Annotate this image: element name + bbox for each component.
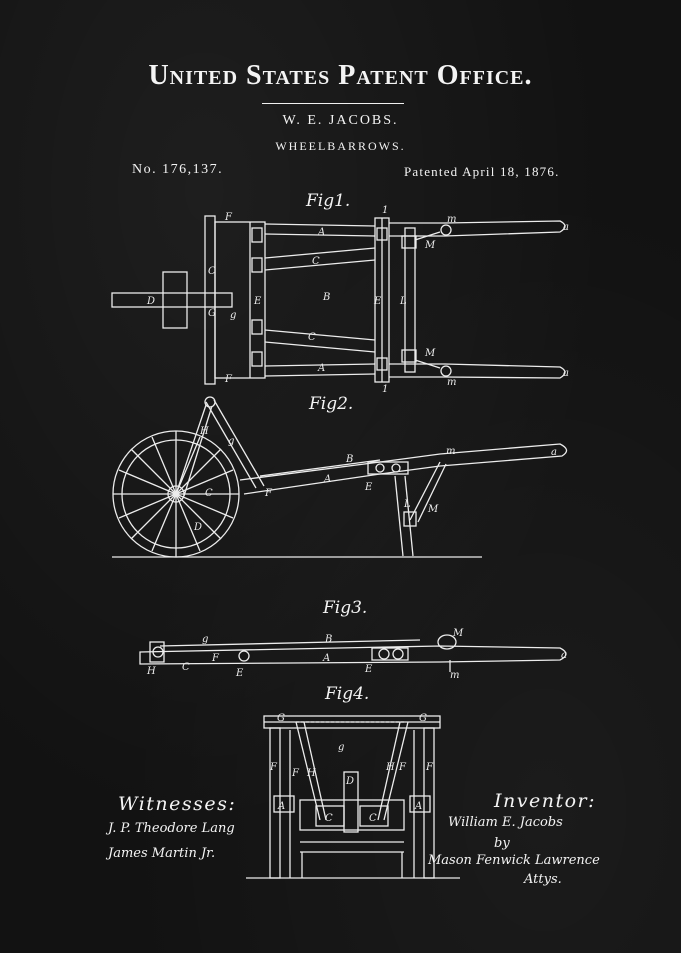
witness-2-signature: James Martin Jr. xyxy=(108,846,216,861)
patent-office-title: United States Patent Office. xyxy=(148,60,533,91)
svg-text:m: m xyxy=(447,377,456,388)
svg-text:g: g xyxy=(202,634,208,645)
svg-text:m: m xyxy=(446,446,455,457)
invention-title: WHEELBARROWS. xyxy=(275,139,406,153)
figure-4-drawing: G G g D F F F H H F A A C C xyxy=(246,713,460,879)
svg-text:E: E xyxy=(364,664,373,675)
svg-text:B: B xyxy=(345,454,353,465)
svg-text:1: 1 xyxy=(382,205,388,216)
svg-text:M: M xyxy=(424,240,436,251)
svg-text:D: D xyxy=(193,522,202,533)
witness-1-signature: J. P. Theodore Lang xyxy=(108,821,235,836)
svg-text:F: F xyxy=(425,762,434,773)
svg-text:F: F xyxy=(264,488,273,499)
svg-text:m: m xyxy=(450,670,459,681)
svg-text:E: E xyxy=(235,668,244,679)
svg-text:m: m xyxy=(447,214,456,225)
svg-text:C: C xyxy=(208,266,216,277)
svg-text:B: B xyxy=(324,634,332,645)
svg-text:F: F xyxy=(224,212,233,223)
title-divider xyxy=(262,103,404,104)
figure-3-label: Fig3. xyxy=(323,598,368,618)
inventor-signature: William E. Jacobs xyxy=(448,815,563,830)
svg-text:H: H xyxy=(199,426,209,437)
svg-text:F: F xyxy=(398,762,407,773)
svg-text:D: D xyxy=(345,776,354,787)
svg-text:H: H xyxy=(385,762,395,773)
svg-text:E: E xyxy=(373,296,382,307)
svg-text:E: E xyxy=(253,296,262,307)
attorney-abbreviation: Attys. xyxy=(524,872,562,887)
svg-text:C: C xyxy=(325,813,333,824)
svg-text:A: A xyxy=(317,363,325,374)
figure-3-drawing: B A F g E E C H a M m xyxy=(139,628,567,681)
svg-text:E: E xyxy=(364,482,373,493)
svg-text:G: G xyxy=(208,308,216,319)
attorney-signature: Mason Fenwick Lawrence xyxy=(428,853,600,868)
svg-text:A: A xyxy=(277,801,285,812)
svg-text:1: 1 xyxy=(382,384,388,395)
svg-text:C: C xyxy=(205,488,213,499)
svg-text:g: g xyxy=(228,436,234,447)
svg-text:F: F xyxy=(224,374,233,385)
svg-text:a: a xyxy=(563,368,569,379)
svg-text:C: C xyxy=(312,256,320,267)
svg-text:A: A xyxy=(317,227,325,238)
svg-text:C: C xyxy=(182,662,190,673)
svg-text:C: C xyxy=(308,332,316,343)
svg-text:g: g xyxy=(338,742,344,753)
figure-2-drawing: B A C D H F E L M a m g xyxy=(112,396,568,558)
svg-text:H: H xyxy=(306,768,316,779)
svg-text:a: a xyxy=(561,650,567,661)
patent-number: No. 176,137. xyxy=(132,162,224,177)
inventor-name: W. E. JACOBS. xyxy=(282,113,399,128)
svg-text:G: G xyxy=(419,713,427,724)
svg-text:A: A xyxy=(323,474,331,485)
svg-text:H: H xyxy=(146,666,156,677)
figure-1-drawing: B A A C C D E E L a a m m M M C G g F F … xyxy=(111,205,569,395)
witnesses-heading: Witnesses: xyxy=(118,793,237,815)
inventor-heading: Inventor: xyxy=(494,790,597,812)
figure-4-label: Fig4. xyxy=(325,684,370,704)
svg-text:A: A xyxy=(322,653,330,664)
svg-text:L: L xyxy=(399,296,407,307)
svg-text:g: g xyxy=(230,310,236,321)
svg-text:B: B xyxy=(322,292,330,303)
svg-text:F: F xyxy=(211,653,220,664)
svg-text:A: A xyxy=(414,801,422,812)
patent-date: Patented April 18, 1876. xyxy=(404,164,560,179)
svg-text:a: a xyxy=(563,222,569,233)
svg-text:F: F xyxy=(269,762,278,773)
svg-text:C: C xyxy=(369,813,377,824)
svg-text:G: G xyxy=(277,713,285,724)
figure-1-label: Fig1. xyxy=(306,191,351,211)
svg-text:D: D xyxy=(146,296,155,307)
svg-text:M: M xyxy=(424,348,436,359)
svg-text:L: L xyxy=(403,499,411,510)
svg-text:M: M xyxy=(452,628,464,639)
by-text: by xyxy=(494,836,510,851)
svg-text:F: F xyxy=(291,768,300,779)
svg-text:a: a xyxy=(551,447,557,458)
svg-text:M: M xyxy=(427,504,439,515)
figure-2-label: Fig2. xyxy=(309,394,354,414)
